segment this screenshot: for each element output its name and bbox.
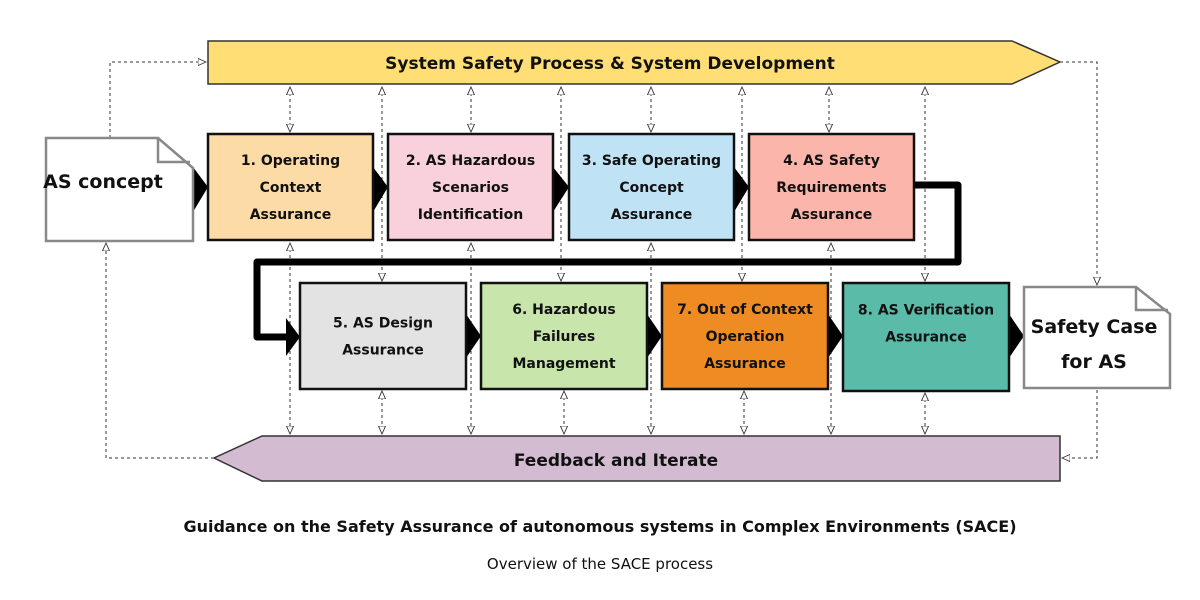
stage-box-rect: [841, 281, 1011, 393]
stage-label-line: Requirements: [776, 180, 887, 196]
stage-label-line: 2. AS Hazardous: [406, 153, 535, 169]
safety-case-label-line-2: for AS: [1061, 351, 1127, 373]
stage-label-line: Concept: [619, 180, 684, 196]
feedback-banner: Feedback and Iterate: [212, 435, 1061, 482]
stage-box-rect: [567, 132, 736, 242]
feedback-banner-label: Feedback and Iterate: [514, 451, 718, 471]
stage-box-rect: [206, 132, 375, 242]
stage-label-line: Assurance: [791, 207, 873, 223]
system-safety-banner-label: System Safety Process & System Developme…: [385, 54, 835, 74]
stage-label-line: Failures: [533, 329, 596, 345]
stage-label-line: Context: [260, 180, 322, 196]
stage-label-line: 1. Operating: [241, 153, 340, 169]
stage-box-rect: [660, 281, 830, 391]
stage-label-line: 8. AS Verification: [858, 303, 994, 319]
system-safety-banner: System Safety Process & System Developme…: [207, 40, 1062, 85]
as-concept-document: AS concept: [43, 136, 195, 243]
stage-box-rect: [747, 132, 916, 242]
stage-label-line: Assurance: [250, 207, 332, 223]
flow-connector: [253, 181, 962, 341]
stage-label-line: 3. Safe Operating: [582, 153, 721, 169]
stage-label-line: 4. AS Safety: [783, 153, 880, 169]
stage-label-line: 7. Out of Context: [677, 302, 813, 318]
stage-label-line: Assurance: [704, 356, 786, 372]
stage-box-rect: [479, 281, 649, 391]
stage-label-line: Assurance: [885, 330, 967, 346]
as-concept-label: AS concept: [43, 171, 163, 193]
stage-label-line: Assurance: [611, 207, 693, 223]
caption-title: Guidance on the Safety Assurance of auto…: [183, 517, 1016, 536]
safety-case-document: Safety Case for AS: [1022, 285, 1172, 390]
stage-label-line: Identification: [418, 207, 523, 223]
stage-box-rect: [298, 281, 468, 391]
safety-case-label-line-1: Safety Case: [1031, 316, 1158, 338]
stage-label-line: 6. Hazardous: [512, 302, 616, 318]
stage-box-rect: [386, 132, 555, 242]
stage-label-line: 5. AS Design: [333, 316, 433, 332]
stage-label-line: Management: [512, 356, 615, 372]
stage-label-line: Operation: [706, 329, 785, 345]
stage-label-line: Scenarios: [432, 180, 509, 196]
caption-subtitle: Overview of the SACE process: [487, 555, 713, 573]
stage-label-line: Assurance: [342, 343, 424, 359]
flow-arrowhead: [286, 318, 300, 356]
flow-chevrons: [193, 167, 1024, 358]
